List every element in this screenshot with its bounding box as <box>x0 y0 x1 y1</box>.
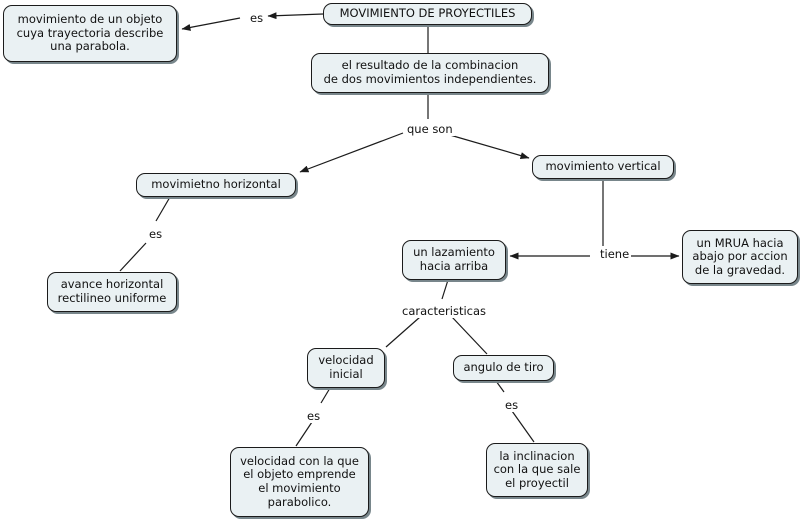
edge-line <box>442 132 530 159</box>
node-definicion[interactable]: movimiento de un objeto cuya trayectoria… <box>3 5 177 62</box>
node-label: velocidad con la que el objeto emprende … <box>240 453 359 509</box>
edge-line <box>119 242 147 272</box>
edge-label-e-angulo-es: es <box>503 398 521 412</box>
node-avance[interactable]: avance horizontal rectilineo uniforme <box>47 272 177 312</box>
node-vertical[interactable]: movimiento vertical <box>532 155 674 179</box>
node-label: movimietno horizontal <box>151 177 281 192</box>
edge-label-e-resultado-quesson: que son <box>405 122 455 136</box>
edge-line <box>385 316 421 348</box>
edge-line <box>181 17 241 31</box>
edge-line <box>320 387 331 404</box>
node-lanzamiento[interactable]: un lazamiento hacia arriba <box>402 240 506 280</box>
node-label: un lazamiento hacia arriba <box>413 245 495 273</box>
edge-line <box>511 410 535 443</box>
node-label: la inclinacion con la que sale el proyec… <box>493 448 581 490</box>
node-label: el resultado de la combinacion de dos mo… <box>323 58 537 86</box>
edge-label-e-root-definicion: es <box>248 11 266 25</box>
edge-line <box>495 380 505 393</box>
node-inclinacion-def[interactable]: la inclinacion con la que sale el proyec… <box>486 443 588 497</box>
edge-label-e-velocidad-es: es <box>305 409 323 423</box>
edge-line <box>299 132 404 173</box>
edge-label-e-vertical-tiene: tiene <box>598 247 632 261</box>
node-label: movimiento de un objeto cuya trayectoria… <box>16 12 164 54</box>
node-label: un MRUA hacia abajo por accion de la gra… <box>692 235 788 277</box>
node-root[interactable]: MOVIMIENTO DE PROYECTILES <box>323 3 532 25</box>
edge-line <box>441 279 449 300</box>
node-horizontal[interactable]: movimietno horizontal <box>136 173 296 197</box>
node-mrua[interactable]: un MRUA hacia abajo por accion de la gra… <box>682 230 798 284</box>
node-label: velocidad inicial <box>318 353 374 381</box>
node-velocidad[interactable]: velocidad inicial <box>307 348 385 388</box>
edge-line <box>267 12 324 20</box>
edge-line <box>155 196 171 222</box>
edge-line <box>295 421 313 447</box>
node-label: movimiento vertical <box>545 159 661 174</box>
node-label: angulo de tiro <box>463 360 544 375</box>
node-resultado[interactable]: el resultado de la combinacion de dos mo… <box>311 53 549 93</box>
node-angulo[interactable]: angulo de tiro <box>453 355 554 381</box>
node-label: MOVIMIENTO DE PROYECTILES <box>339 6 516 21</box>
edge-label-e-lanzamiento-caract: caracteristicas <box>400 304 489 318</box>
node-label: avance horizontal rectilineo uniforme <box>57 277 167 305</box>
node-velocidad-def[interactable]: velocidad con la que el objeto emprende … <box>230 447 369 517</box>
edge-label-e-horizontal-avance: es <box>147 227 165 241</box>
edge-line <box>451 316 488 355</box>
